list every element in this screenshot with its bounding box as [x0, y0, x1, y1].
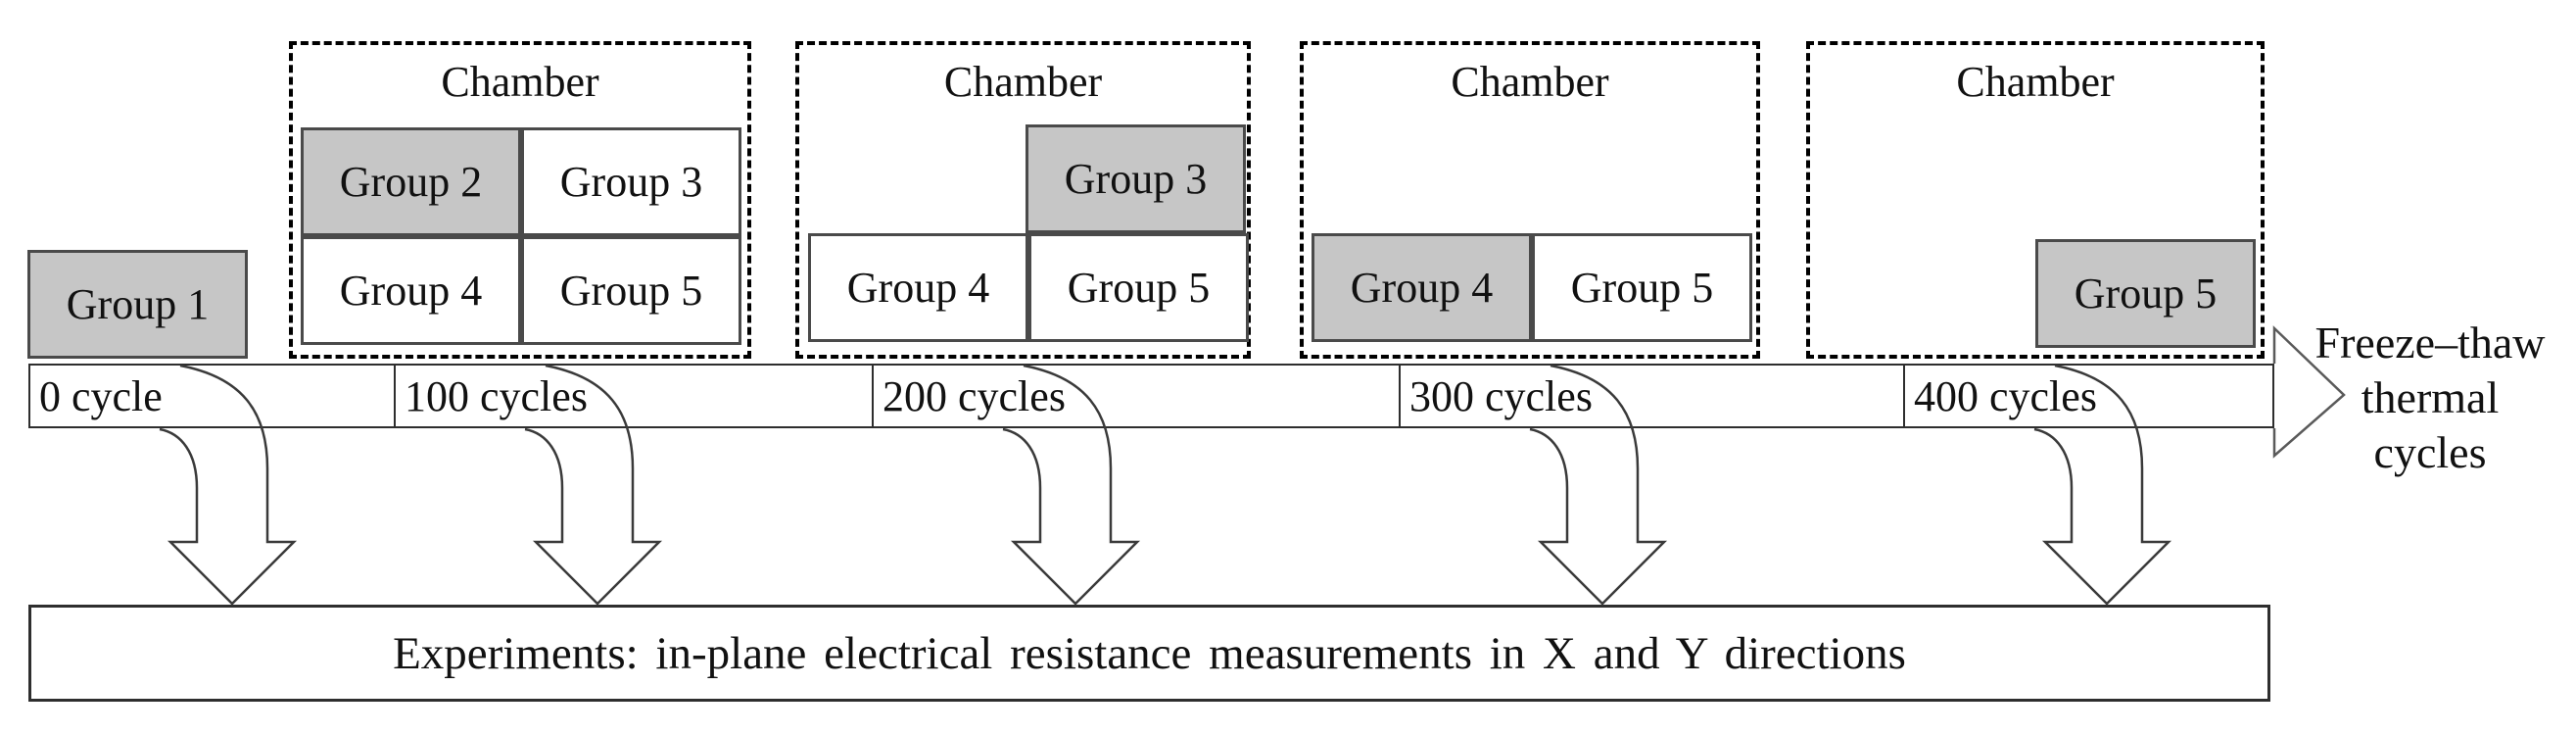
axis-label-line: thermal	[2361, 372, 2500, 422]
experiments-label: Experiments: in-plane electrical resista…	[393, 627, 1906, 679]
cycle-label-200: 200 cycles	[883, 371, 1066, 420]
chamber-4-group5-cell: Group 5	[2035, 239, 2256, 348]
chamber-3-group5-cell: Group 5	[1532, 233, 1752, 342]
chamber-1-title: Chamber	[441, 58, 599, 106]
timeline-tick-100	[394, 364, 396, 428]
group-label: Group 4	[339, 267, 483, 315]
chamber-1-group2-cell: Group 2	[301, 127, 521, 236]
group-label: Group 4	[846, 264, 990, 312]
group-label: Group 5	[1570, 264, 1714, 312]
group1-box: Group 1	[27, 250, 248, 359]
timeline-tick-400	[1903, 364, 1905, 428]
chamber-2-group5-cell: Group 5	[1028, 233, 1249, 342]
cycle-label-0: 0 cycle	[39, 371, 163, 420]
group-label: Group 5	[1067, 264, 1211, 312]
group-label: Group 4	[1350, 264, 1494, 312]
chamber-3-box: Chamber	[1300, 41, 1760, 359]
timeline-tick-300	[1399, 364, 1401, 428]
timeline-bar	[28, 364, 2274, 428]
chamber-2-group4-cell: Group 4	[808, 233, 1028, 342]
group-label: Group 5	[2074, 270, 2218, 318]
cycle-label-300: 300 cycles	[1409, 371, 1593, 420]
chamber-1-group4-cell: Group 4	[301, 236, 521, 345]
chamber-2-group3-cell: Group 3	[1026, 124, 1246, 233]
group-label: Group 3	[559, 158, 703, 206]
axis-label-line: Freeze–thaw	[2314, 318, 2546, 368]
group1-label: Group 1	[66, 280, 210, 328]
group-label: Group 3	[1064, 155, 1208, 203]
chamber-2-box: Chamber	[795, 41, 1251, 359]
group-label: Group 5	[559, 267, 703, 315]
cycle-label-100: 100 cycles	[405, 371, 588, 420]
experiments-box: Experiments: in-plane electrical resista…	[28, 605, 2270, 702]
chamber-1-group5-cell: Group 5	[521, 236, 741, 345]
chamber-1-group3-cell: Group 3	[521, 127, 741, 236]
chamber-2-title: Chamber	[943, 58, 1103, 106]
timeline-axis-label: Freeze–thaw thermal cycles	[2307, 316, 2553, 480]
timeline-tick-200	[872, 364, 874, 428]
chamber-4-box: Chamber	[1806, 41, 2265, 359]
chamber-3-title: Chamber	[1451, 58, 1609, 106]
group-label: Group 2	[339, 158, 483, 206]
chamber-4-title: Chamber	[1956, 58, 2115, 106]
chamber-3-group4-cell: Group 4	[1312, 233, 1532, 342]
chamber-1-box: Chamber	[289, 41, 751, 359]
axis-label-line: cycles	[2373, 427, 2487, 477]
cycle-label-400: 400 cycles	[1914, 371, 2097, 420]
